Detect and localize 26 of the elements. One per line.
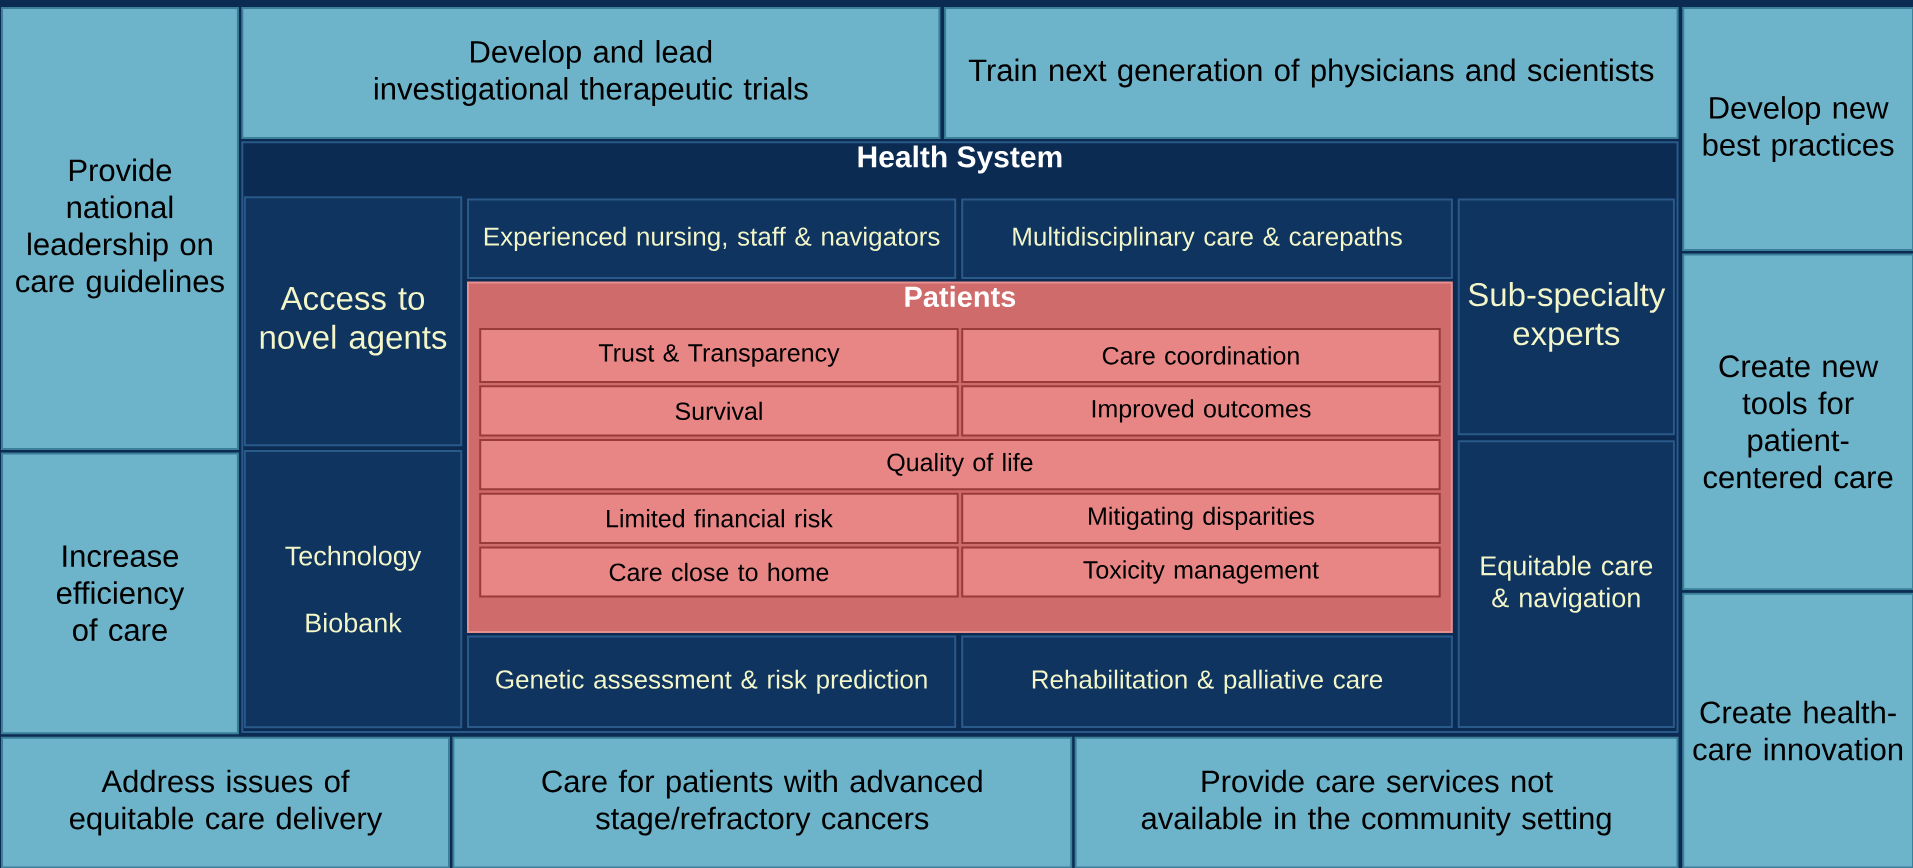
feature-box: Multidisciplinary care & carepaths <box>961 198 1453 280</box>
goal-box: Increase efficiency of care <box>1 452 239 735</box>
goal-box: Create new tools for patient-centered care <box>1682 253 1913 591</box>
goal-box: Care for patients with advanced stage/refractory cancers <box>452 736 1073 868</box>
feature-box: Equitable care & navigation <box>1457 440 1675 729</box>
goal-box: Develop new best practices <box>1682 7 1913 252</box>
feature-box: Access to novel agents <box>243 196 463 447</box>
goal-box: Develop and lead investigational therapeutic trials <box>241 7 941 139</box>
goal-box: Address issues of equitable care delivery <box>1 736 450 868</box>
outcome-cell: Limited financial risk <box>479 492 959 544</box>
outcome-cell: Care coordination <box>961 328 1441 383</box>
feature-box: Sub-specialty experts <box>1457 198 1675 436</box>
feature-box: Rehabilitation & palliative care <box>961 635 1453 729</box>
goal-box: Provide care services not available in the community setting <box>1074 736 1679 868</box>
outcome-cell: Mitigating disparities <box>961 492 1441 544</box>
outcome-cell: Improved outcomes <box>961 385 1441 437</box>
feature-box: Genetic assessment & risk prediction <box>467 635 957 729</box>
feature-box: Experienced nursing, staff & navigators <box>467 198 957 280</box>
outcome-cell: Toxicity management <box>961 546 1441 598</box>
goal-box: Train next generation of physicians and scientists <box>944 7 1679 139</box>
outcome-cell: Care close to home <box>479 546 959 598</box>
outcome-cell: Trust & Transparency <box>479 328 959 383</box>
outcome-cell: Survival <box>479 385 959 437</box>
goal-box: Create health-care innovation <box>1682 592 1913 868</box>
goal-box: Provide national leadership on care guidelines <box>1 7 239 450</box>
feature-box: Technology Biobank <box>243 450 463 729</box>
